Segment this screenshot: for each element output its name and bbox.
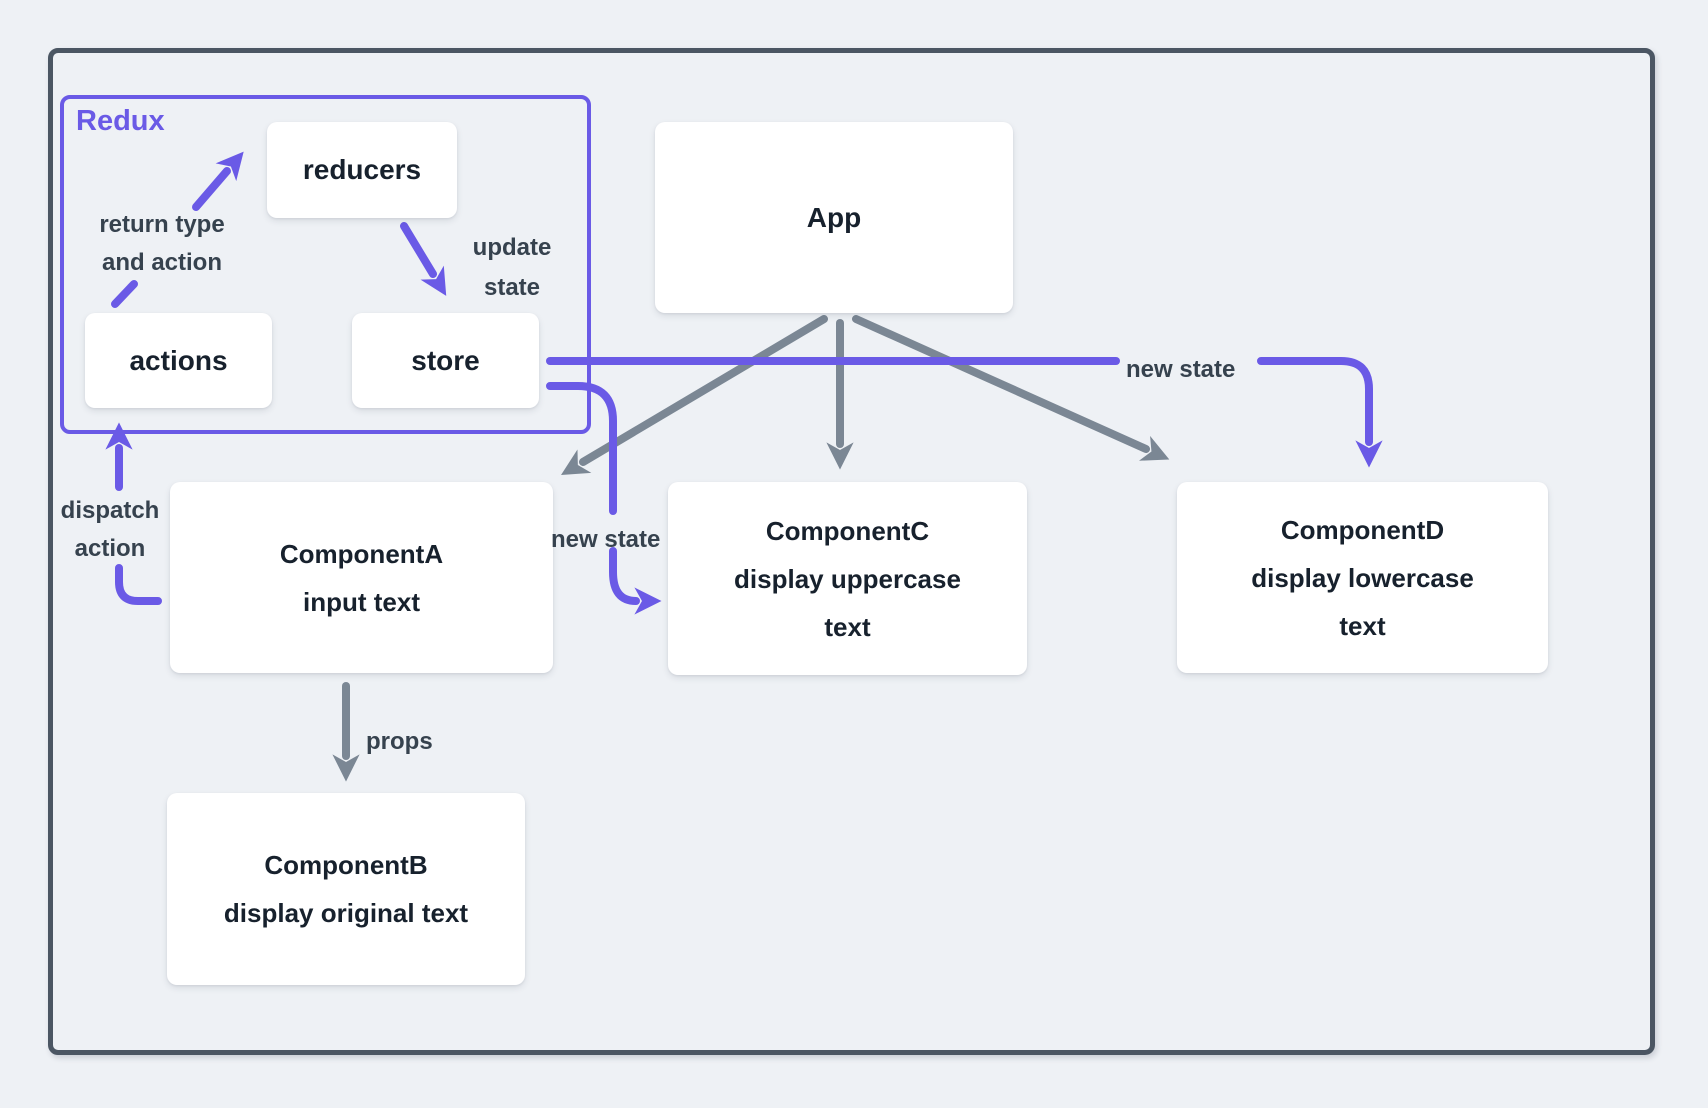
edge-label-update-state: update state [472, 234, 552, 301]
node-component-a: ComponentA input text [170, 482, 553, 673]
edge-label-props: props [366, 728, 433, 755]
node-component-b: ComponentB display original text [167, 793, 525, 985]
node-actions: actions [85, 313, 272, 408]
redux-group-label: Redux [76, 105, 165, 137]
edge-label-new-state-to-component-d: new state [1126, 356, 1236, 383]
node-component-c: ComponentC display uppercase text [668, 482, 1027, 675]
node-app: App [655, 122, 1013, 313]
edge-label-return-type-and-action: return type and action [99, 211, 225, 276]
node-reducers: reducers [267, 122, 457, 218]
edge-label-new-state-to-component-c: new state [551, 526, 661, 553]
node-store: store [352, 313, 539, 408]
node-component-d: ComponentD display lowercase text [1177, 482, 1548, 673]
edge-label-dispatch-action: dispatch action [60, 497, 160, 562]
redux-group-box: Redux [60, 95, 591, 434]
outer-frame [48, 48, 1655, 1055]
